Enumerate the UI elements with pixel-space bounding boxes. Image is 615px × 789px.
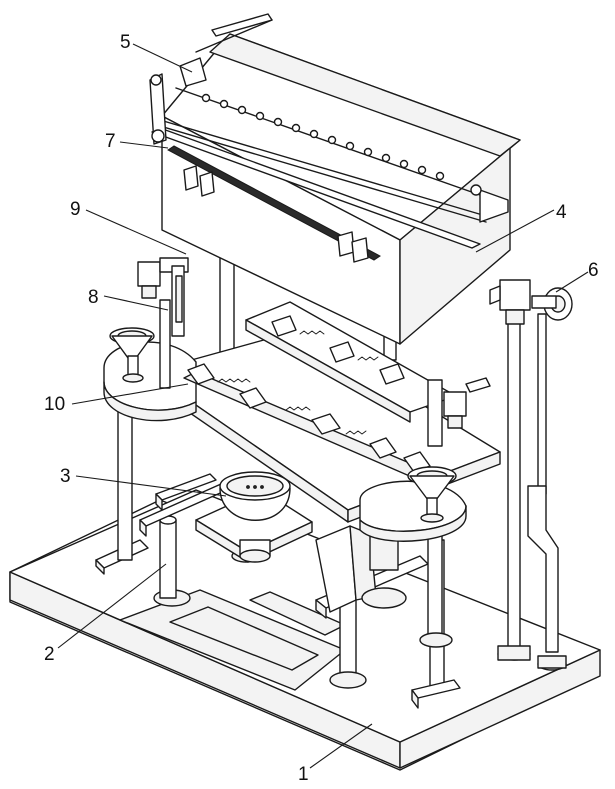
left-motor-assembly	[109, 257, 189, 389]
callout-7: 7	[105, 131, 116, 152]
front-springs	[217, 378, 367, 435]
leader-6	[555, 271, 589, 293]
rear-clamp-bar	[245, 301, 457, 423]
roller-bumps	[201, 93, 445, 181]
callout-1: 1	[298, 764, 309, 785]
callout-3: 3	[60, 466, 71, 487]
callout-10: 10	[44, 394, 65, 415]
main-housing	[161, 33, 521, 345]
callout-6: 6	[588, 260, 599, 281]
top-roller-assembly	[149, 13, 509, 263]
callout-8: 8	[88, 287, 99, 308]
leader-4	[475, 209, 555, 253]
callout-4: 4	[556, 202, 567, 223]
leader-lines	[57, 43, 589, 769]
leader-8	[103, 295, 169, 311]
leader-1	[309, 723, 373, 769]
leader-5	[132, 43, 193, 73]
leader-10	[71, 383, 189, 405]
callout-5: 5	[120, 32, 131, 53]
leader-9	[85, 209, 187, 255]
leader-2	[57, 563, 167, 649]
callout-2: 2	[44, 644, 55, 665]
lower-support-frame	[95, 399, 461, 709]
callout-labels: 5 7 9 8 10 3 2 1 4 6	[44, 32, 599, 785]
front-clamp-blocks	[187, 363, 431, 473]
leader-7	[119, 141, 169, 149]
base-plate	[9, 489, 601, 771]
right-motor-assembly	[407, 377, 491, 523]
bowl-platform	[155, 471, 313, 563]
right-gear-post	[489, 279, 573, 671]
callout-9: 9	[70, 199, 81, 220]
leader-3	[75, 475, 227, 497]
